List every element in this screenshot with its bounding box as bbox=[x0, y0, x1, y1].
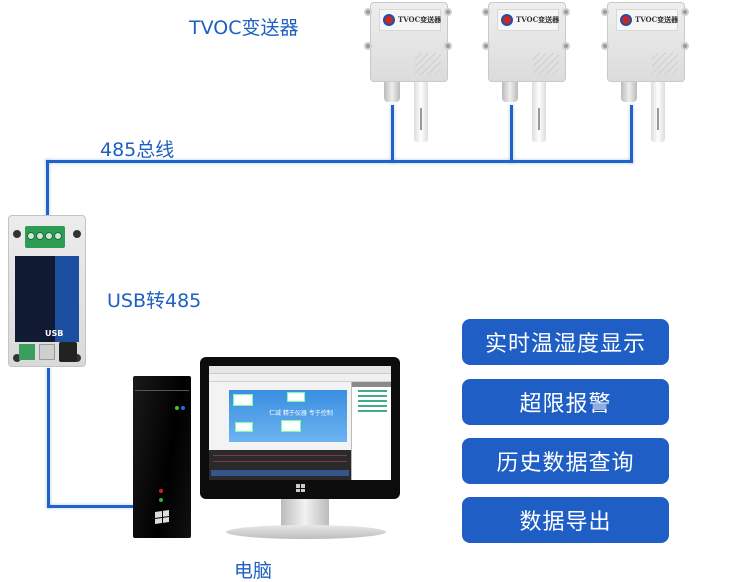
tvoc-sensor-2: TVOC变送器 bbox=[482, 2, 572, 142]
sensor-nameplate: TVOC变送器 bbox=[497, 9, 559, 31]
banner-title: 仁减 精于仪器 专于控制 bbox=[269, 410, 333, 417]
brand-logo-icon bbox=[501, 14, 513, 26]
cable-gland bbox=[502, 82, 518, 102]
bus-wire-horizontal bbox=[46, 160, 633, 163]
usb-wire-vertical bbox=[47, 368, 50, 508]
banner-card bbox=[235, 422, 253, 432]
hdd-led bbox=[159, 498, 163, 502]
monitor-stand-base bbox=[226, 525, 386, 539]
screw-icon bbox=[73, 354, 81, 362]
status-led bbox=[181, 406, 185, 410]
app-log-pane bbox=[209, 450, 351, 480]
terminal-block bbox=[25, 226, 65, 248]
mounting-ear bbox=[364, 8, 372, 16]
monitor: 仁减 精于仪器 专于控制 bbox=[200, 357, 400, 499]
computer-label: 电脑 bbox=[234, 560, 273, 582]
feature-over-limit-alarm[interactable]: 超限报警 bbox=[462, 379, 669, 425]
converter-usb-text: USB bbox=[45, 329, 64, 338]
usb-to-485-converter: USB bbox=[8, 215, 86, 367]
converter-brand-band bbox=[55, 256, 79, 342]
housing-vent-stripes bbox=[415, 53, 441, 75]
power-led bbox=[159, 489, 163, 493]
mounting-ear bbox=[681, 42, 689, 50]
dc-power-jack bbox=[59, 342, 77, 362]
sensor-probe bbox=[532, 82, 546, 142]
bus-wire-to-converter bbox=[46, 160, 49, 218]
sensor-housing: TVOC变送器 bbox=[607, 2, 685, 82]
mounting-ear bbox=[482, 8, 490, 16]
pc-tower bbox=[133, 376, 191, 538]
sensor-nameplate: TVOC变送器 bbox=[616, 9, 678, 31]
app-menubar bbox=[209, 366, 391, 374]
sensor-3-drop-wire bbox=[630, 105, 633, 163]
converter-front-panel: USB bbox=[15, 256, 79, 342]
app-toolbar bbox=[209, 374, 391, 382]
sensor-plate-text: TVOC变送器 bbox=[398, 15, 442, 24]
mounting-ear bbox=[562, 42, 570, 50]
screw-icon bbox=[73, 230, 81, 238]
sensor-plate-text: TVOC变送器 bbox=[635, 15, 679, 24]
sensor-nameplate: TVOC变送器 bbox=[379, 9, 441, 31]
mounting-ear bbox=[444, 8, 452, 16]
sensor-housing: TVOC变送器 bbox=[370, 2, 448, 82]
tvoc-sensors-label: TVOC变送器 bbox=[189, 17, 299, 39]
usb-to-485-label: USB转485 bbox=[107, 290, 202, 312]
housing-vent-stripes bbox=[533, 53, 559, 75]
windows-logo-icon bbox=[155, 510, 169, 524]
mounting-ear bbox=[482, 42, 490, 50]
mounting-ear bbox=[444, 42, 452, 50]
usb-port bbox=[39, 344, 55, 360]
sensor-2-drop-wire bbox=[510, 105, 513, 163]
brand-logo-icon bbox=[383, 14, 395, 26]
app-device-tree bbox=[351, 382, 391, 480]
indicator-block bbox=[19, 344, 35, 360]
screw-icon bbox=[13, 354, 21, 362]
sensor-1-drop-wire bbox=[391, 105, 394, 163]
banner-card bbox=[281, 420, 301, 432]
feature-realtime-display[interactable]: 实时温湿度显示 bbox=[462, 319, 669, 365]
banner-card bbox=[287, 392, 305, 402]
screw-icon bbox=[13, 230, 21, 238]
cable-gland bbox=[384, 82, 400, 102]
mounting-ear bbox=[601, 8, 609, 16]
mounting-ear bbox=[364, 42, 372, 50]
sensor-housing: TVOC变送器 bbox=[488, 2, 566, 82]
windows-logo-icon bbox=[296, 484, 305, 492]
usb-wire-horizontal bbox=[47, 505, 135, 508]
tvoc-sensor-3: TVOC变送器 bbox=[601, 2, 691, 142]
banner-card bbox=[233, 394, 253, 406]
rs485-bus-label: 485总线 bbox=[100, 139, 175, 161]
feature-history-query[interactable]: 历史数据查询 bbox=[462, 438, 669, 484]
feature-data-export[interactable]: 数据导出 bbox=[462, 497, 669, 543]
sensor-probe bbox=[414, 82, 428, 142]
housing-vent-stripes bbox=[652, 53, 678, 75]
status-led bbox=[175, 406, 179, 410]
mounting-ear bbox=[681, 8, 689, 16]
tvoc-sensor-1: TVOC变送器 bbox=[364, 2, 454, 142]
app-banner: 仁减 精于仪器 专于控制 bbox=[229, 390, 347, 442]
mounting-ear bbox=[601, 42, 609, 50]
monitor-screen: 仁减 精于仪器 专于控制 bbox=[209, 366, 391, 480]
sensor-plate-text: TVOC变送器 bbox=[516, 15, 560, 24]
sensor-probe bbox=[651, 82, 665, 142]
cable-gland bbox=[621, 82, 637, 102]
brand-logo-icon bbox=[620, 14, 632, 26]
mounting-ear bbox=[562, 8, 570, 16]
